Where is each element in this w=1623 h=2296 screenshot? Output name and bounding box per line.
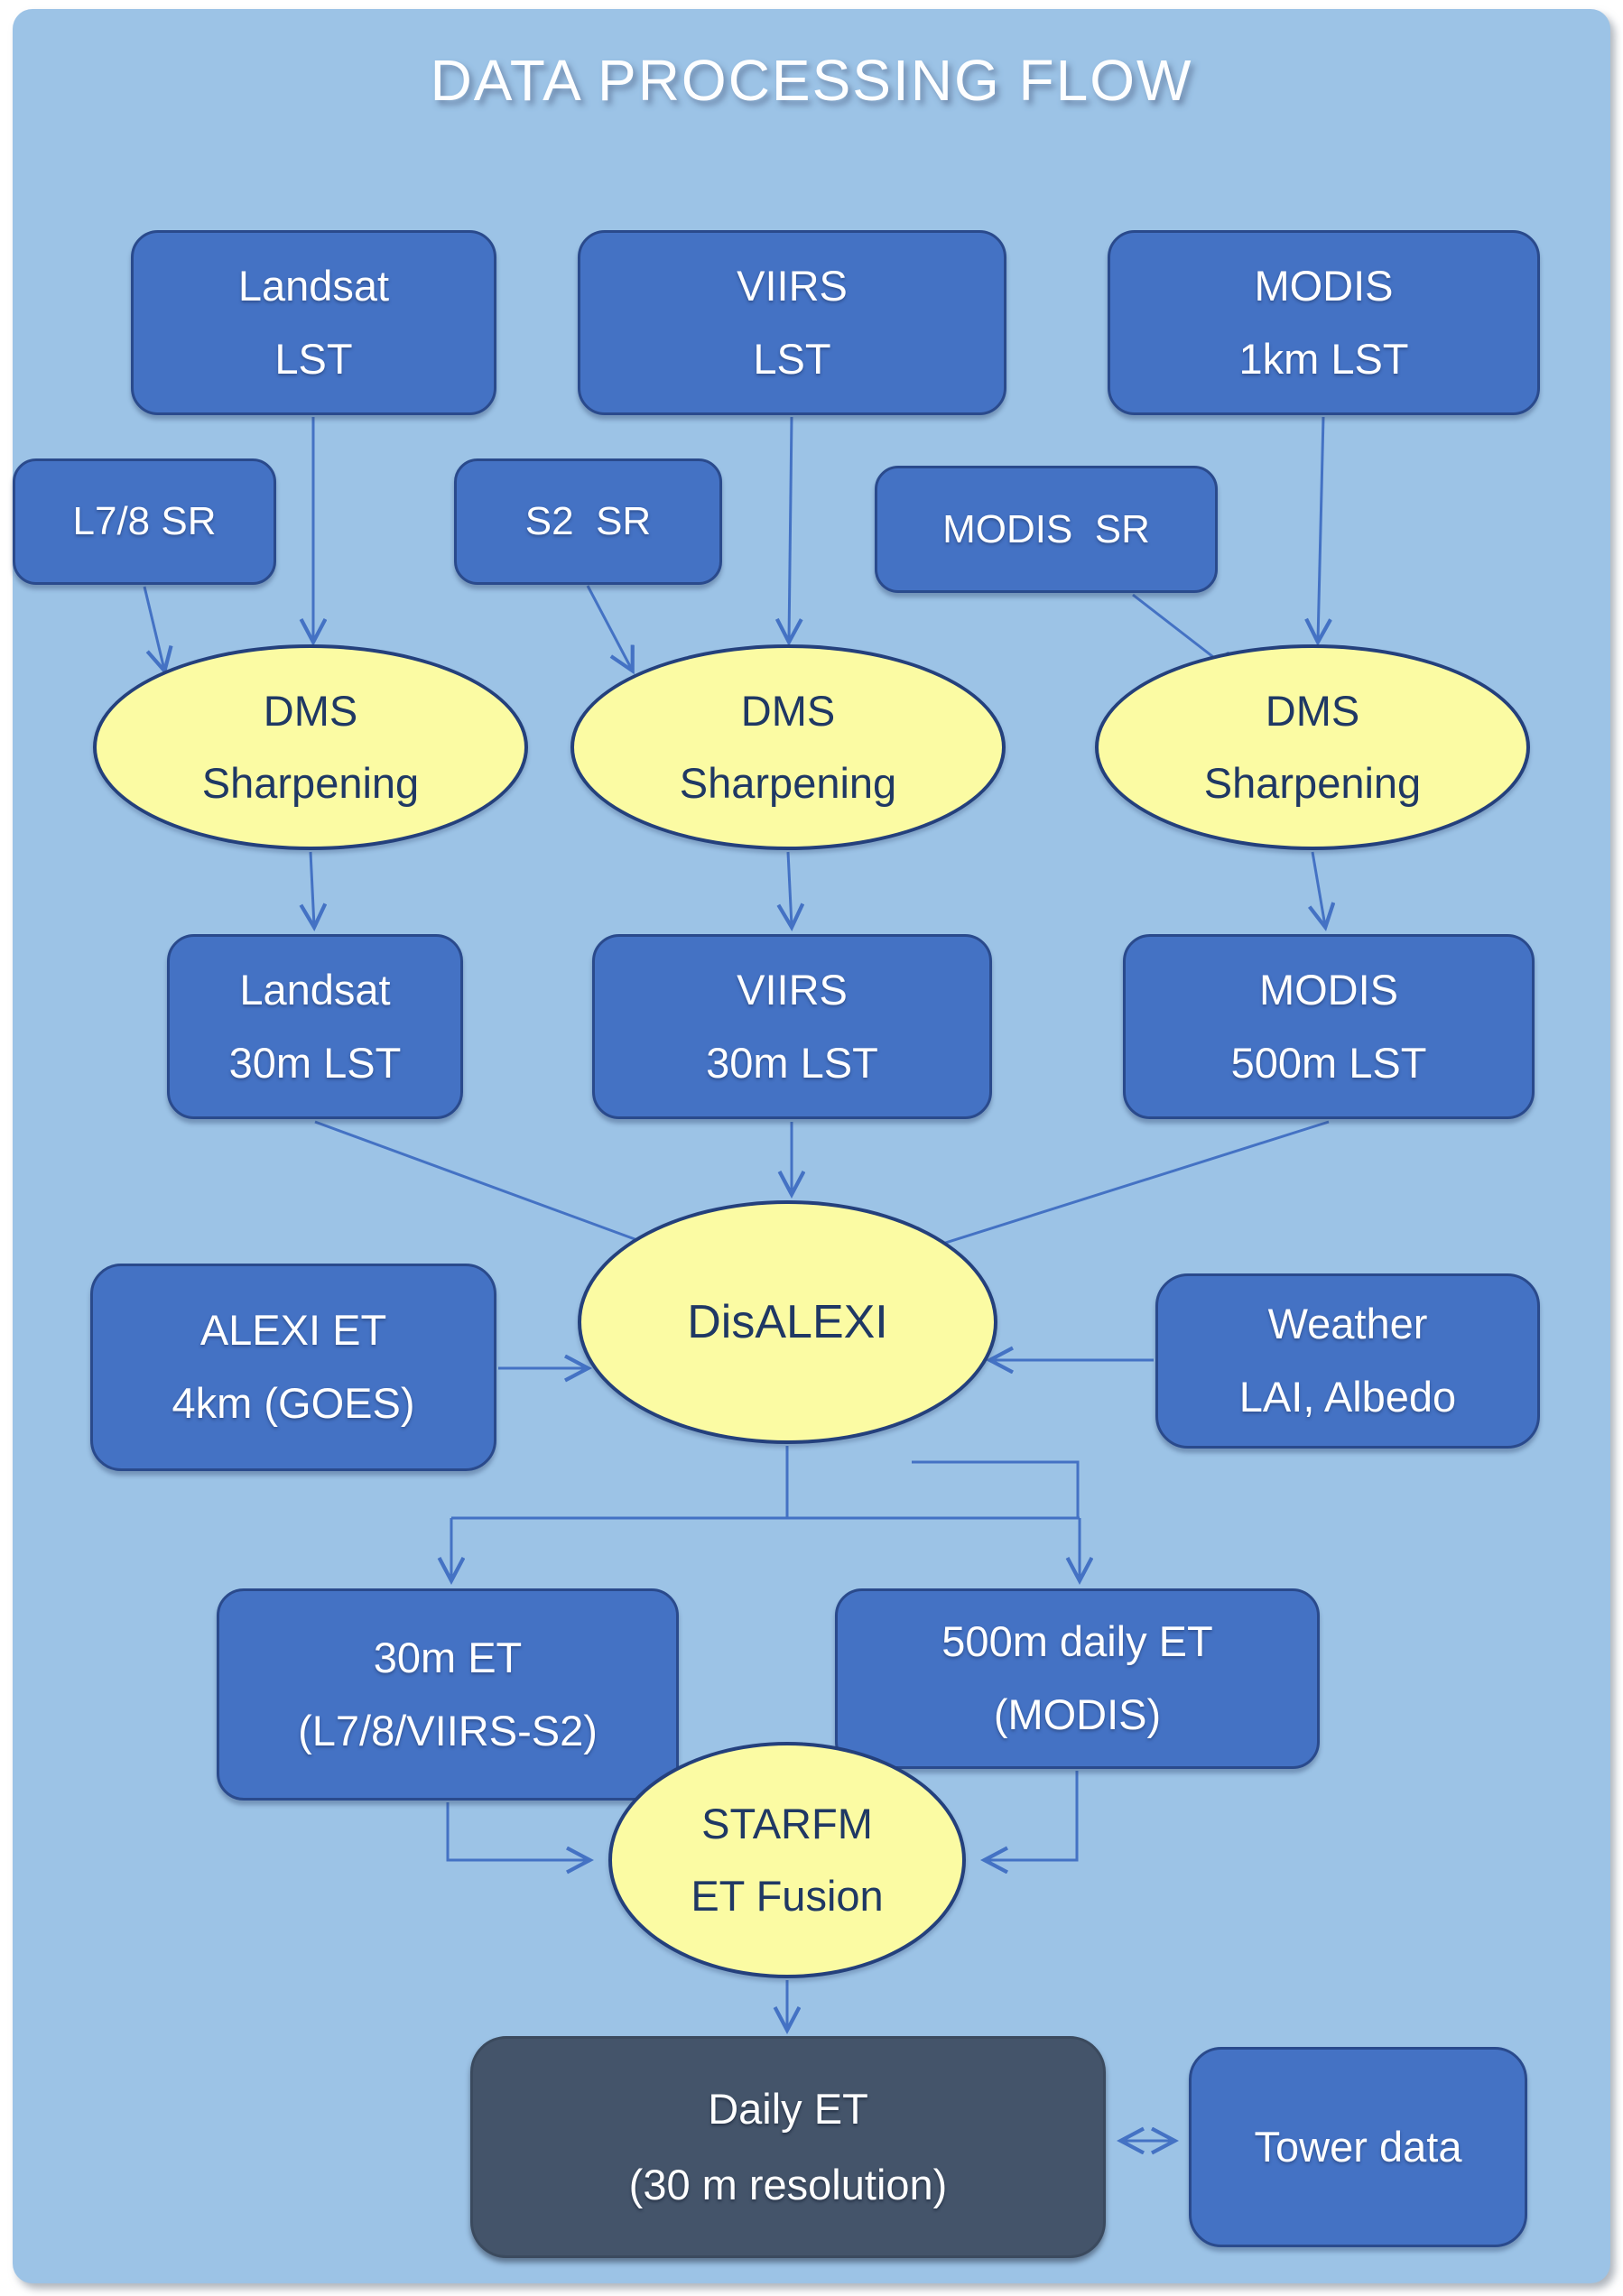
node-label: DMS: [740, 687, 836, 736]
node-label: (30 m resolution): [628, 2161, 948, 2208]
node-l78-sr: L7/8 SR: [13, 458, 276, 585]
node-label: Landsat: [239, 965, 391, 1014]
node-weather-lai-albedo: Weather LAI, Albedo: [1155, 1273, 1540, 1449]
node-label: Weather: [1267, 1300, 1428, 1348]
node-label: 30m LST: [228, 1038, 402, 1087]
node-label: VIIRS: [737, 261, 848, 310]
node-label: DMS: [263, 687, 358, 736]
node-label: L7/8 SR: [72, 499, 217, 544]
node-label: ET Fusion: [691, 1872, 884, 1920]
node-label: Sharpening: [679, 759, 897, 807]
node-label: Tower data: [1254, 2122, 1462, 2171]
node-label: Sharpening: [201, 759, 420, 807]
node-dms-sharpening-1: DMS Sharpening: [93, 644, 528, 850]
node-label: MODIS: [1254, 261, 1394, 310]
node-label: 30m ET: [373, 1633, 523, 1681]
node-landsat-30m-lst: Landsat 30m LST: [167, 934, 463, 1119]
node-label: (MODIS): [993, 1690, 1162, 1738]
node-label: LST: [274, 334, 353, 383]
node-dms-sharpening-2: DMS Sharpening: [570, 644, 1006, 850]
node-daily-et-output: Daily ET (30 m resolution): [470, 2036, 1106, 2258]
node-starfm-et-fusion: STARFM ET Fusion: [608, 1742, 966, 1978]
node-label: DisALEXI: [687, 1295, 888, 1348]
node-viirs-30m-lst: VIIRS 30m LST: [592, 934, 992, 1119]
node-label: LAI, Albedo: [1238, 1373, 1457, 1421]
node-et-30m: 30m ET (L7/8/VIIRS-S2): [217, 1588, 679, 1801]
node-label: 30m LST: [706, 1038, 878, 1087]
node-label: VIIRS: [737, 965, 848, 1014]
page-title: DATA PROCESSING FLOW: [430, 48, 1193, 113]
node-label: DMS: [1265, 687, 1360, 736]
node-modis-sr: MODIS SR: [875, 466, 1218, 593]
node-label: Landsat: [237, 261, 390, 310]
node-disalexi: DisALEXI: [578, 1200, 997, 1444]
node-s2-sr: S2 SR: [454, 458, 722, 585]
node-label: LST: [753, 334, 831, 383]
node-tower-data: Tower data: [1189, 2047, 1527, 2247]
node-et-500m-daily: 500m daily ET (MODIS): [835, 1588, 1320, 1769]
node-modis-500m-lst: MODIS 500m LST: [1123, 934, 1535, 1119]
node-label: 4km (GOES): [172, 1379, 415, 1427]
node-label: S2 SR: [524, 499, 652, 544]
node-label: 1km LST: [1238, 334, 1409, 383]
node-label: STARFM: [701, 1800, 873, 1848]
node-alexi-et: ALEXI ET 4km (GOES): [90, 1264, 496, 1471]
node-label: MODIS: [1258, 965, 1399, 1014]
node-label: 500m LST: [1230, 1038, 1427, 1087]
node-viirs-lst: VIIRS LST: [578, 230, 1006, 415]
node-label: 500m daily ET: [941, 1617, 1213, 1666]
node-label: Daily ET: [708, 2085, 868, 2134]
node-landsat-lst: Landsat LST: [131, 230, 496, 415]
node-label: Sharpening: [1203, 759, 1422, 807]
node-label: MODIS SR: [942, 506, 1150, 551]
node-dms-sharpening-3: DMS Sharpening: [1095, 644, 1530, 850]
node-label: ALEXI ET: [199, 1306, 387, 1355]
node-modis-1km-lst: MODIS 1km LST: [1108, 230, 1540, 415]
node-label: (L7/8/VIIRS-S2): [298, 1706, 598, 1754]
